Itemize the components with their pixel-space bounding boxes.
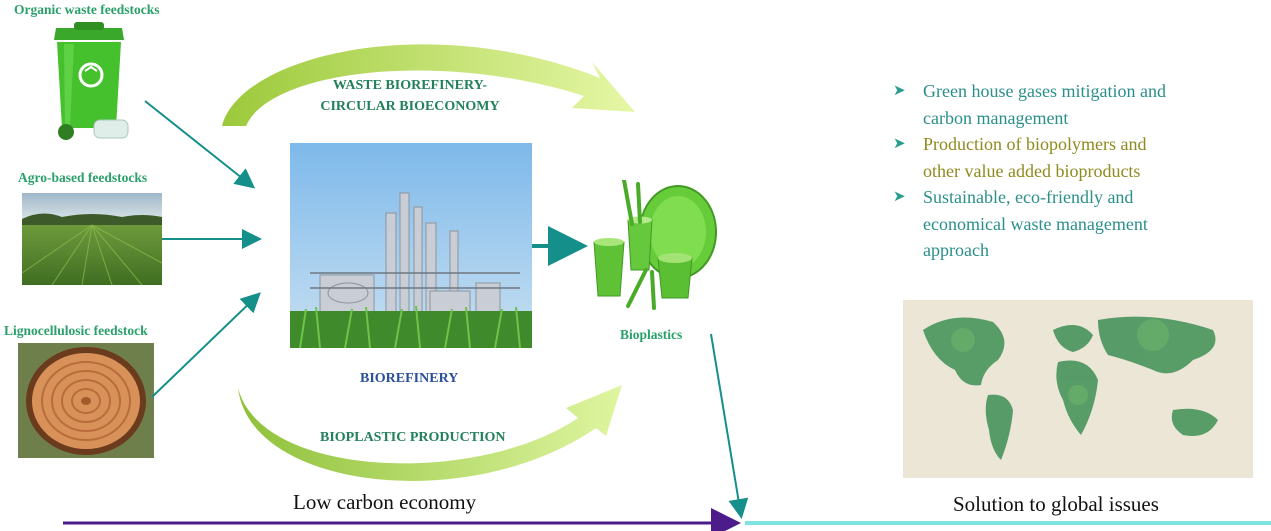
world-map-image: [903, 300, 1253, 478]
ligno-feedstock-label: Lignocellulosic feedstock: [4, 323, 148, 338]
bottom-arc-label: BIOPLASTIC PRODUCTION: [320, 430, 506, 445]
benefit-line: economical waste management: [923, 213, 1148, 234]
top-arc-line2: CIRCULAR BIOECONOMY: [320, 99, 500, 114]
benefit-item-sustainable: ➤ Sustainable, eco-friendly and economic…: [893, 184, 1243, 264]
global-issues-label: Solution to global issues: [953, 492, 1159, 516]
organic-feedstock-label: Organic waste feedstocks: [14, 2, 160, 17]
recycle-bin-icon: [54, 22, 129, 140]
benefit-item-biopolymers: ➤ Production of biopolymers and other va…: [893, 131, 1243, 184]
benefit-line: other value added bioproducts: [923, 160, 1141, 181]
crop-field-image: [22, 193, 162, 285]
benefit-line: carbon management: [923, 107, 1069, 128]
organic-arrow: [144, 100, 256, 189]
top-arc-arrow: [222, 44, 635, 126]
wood-log-image: [18, 343, 154, 458]
top-arc-label: WASTE BIOREFINERY- CIRCULAR BIOECONOMY: [290, 75, 530, 117]
arrowhead-bullet-icon: ➤: [893, 136, 906, 152]
benefit-line: Production of biopolymers and: [923, 134, 1147, 154]
arrowhead-bullet-icon: ➤: [893, 83, 906, 99]
bioplastics-label: Bioplastics: [620, 327, 683, 342]
agro-feedstock-label: Agro-based feedstocks: [18, 170, 148, 185]
ligno-arrow: [151, 292, 261, 398]
benefit-line: approach: [923, 240, 989, 260]
low-carbon-economy-label: Low carbon economy: [293, 490, 477, 514]
benefit-item-ghg: ➤ Green house gases mitigation and carbo…: [893, 78, 1243, 131]
bottom-arc-arrow: [238, 385, 622, 481]
arrowhead-bullet-icon: ➤: [893, 189, 906, 205]
benefit-line: Sustainable, eco-friendly and: [923, 187, 1134, 207]
biorefinery-image: [290, 143, 532, 348]
benefit-line: Green house gases mitigation and: [923, 81, 1166, 101]
biorefinery-label: BIOREFINERY: [360, 371, 459, 386]
bioplastic-tableware-icon: [593, 180, 717, 310]
top-arc-line1: WASTE BIOREFINERY-: [332, 78, 488, 93]
bioplastics-down-arrow: [710, 333, 749, 519]
benefits-list: ➤ Green house gases mitigation and carbo…: [893, 78, 1243, 264]
